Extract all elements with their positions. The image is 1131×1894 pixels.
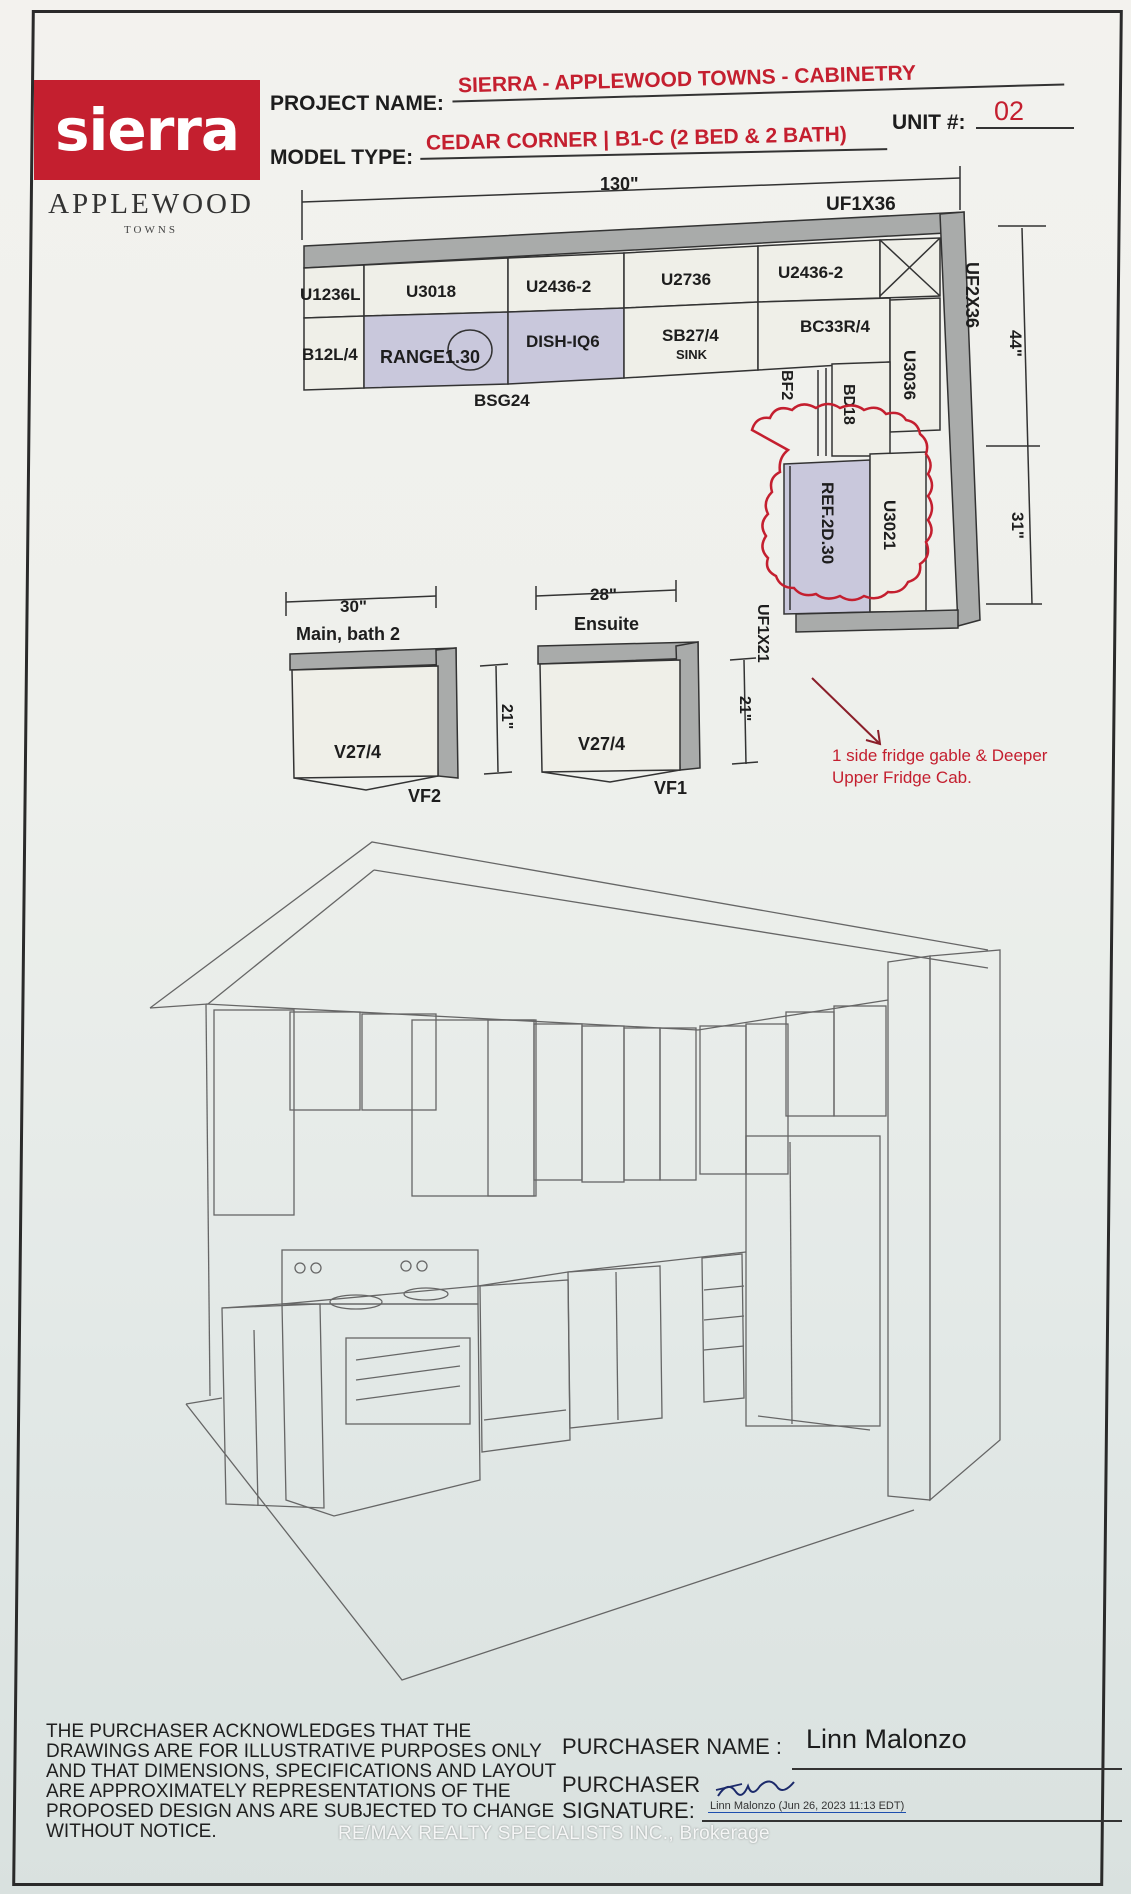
logo-subtitle-small: TOWNS bbox=[124, 224, 178, 236]
logo-word: sierra bbox=[54, 96, 240, 164]
filler-bf2: BF2 bbox=[778, 370, 795, 400]
filler-fridge: UF1X21 bbox=[754, 604, 771, 663]
dim-top: 130" bbox=[600, 174, 639, 194]
cab-u3036: U3036 bbox=[900, 350, 919, 400]
vanity1-cabinet: V27/4 bbox=[334, 742, 381, 762]
unit-number-value: 02 bbox=[976, 96, 1074, 129]
project-name-label: PROJECT NAME: bbox=[270, 92, 444, 115]
cab-u3021: U3021 bbox=[880, 500, 899, 550]
top-dimension bbox=[301, 166, 961, 240]
dim-right-lower: 31" bbox=[1008, 512, 1027, 539]
signature-label-1: PURCHASER bbox=[562, 1772, 701, 1797]
cab-bc33r4: BC33R/4 bbox=[800, 317, 870, 336]
vanity2-title: Ensuite bbox=[574, 614, 639, 634]
vanity2-cabinet: V27/4 bbox=[578, 734, 625, 754]
vanity1-depth: 21" bbox=[498, 704, 515, 729]
cab-dish: DISH-IQ6 bbox=[526, 332, 600, 351]
signature-line bbox=[702, 1820, 1122, 1822]
sierra-logo: sierra bbox=[34, 80, 260, 180]
dim-right-upper: 44" bbox=[1006, 330, 1025, 357]
vanity-main-bath bbox=[285, 586, 513, 791]
vanity1-filler: VF2 bbox=[408, 786, 441, 806]
sink-label: SINK bbox=[676, 347, 708, 362]
cabinetry-drawings: 130" UF1X36 U1236L U3018 U2436-2 U2736 U… bbox=[149, 166, 1046, 1681]
annotation-line-1: 1 side fridge gable & Deeper bbox=[832, 746, 1048, 765]
handwritten-signature bbox=[715, 1780, 795, 1797]
filler-top: UF1X36 bbox=[826, 194, 896, 215]
vanity2-width: 28" bbox=[590, 585, 617, 604]
cab-u1236l: U1236L bbox=[300, 285, 360, 304]
revision-cloud bbox=[750, 402, 934, 602]
brokerage-watermark: RE/MAX REALTY SPECIALISTS INC., Brokerag… bbox=[338, 1823, 770, 1844]
cab-b12l4: B12L/4 bbox=[302, 345, 358, 364]
kitchen-perspective-drawing bbox=[149, 841, 1001, 1681]
vanity2-filler: VF1 bbox=[654, 778, 687, 798]
unit-number-label: UNIT #: bbox=[892, 111, 966, 134]
cab-u2736: U2736 bbox=[661, 270, 711, 289]
cab-sb27-4: SB27/4 bbox=[662, 326, 719, 345]
fridge-label: REF.2D.30 bbox=[818, 482, 837, 564]
disclaimer-text: THE PURCHASER ACKNOWLEDGES THAT THE DRAW… bbox=[46, 1721, 556, 1842]
annotation-line-2: Upper Fridge Cab. bbox=[832, 768, 972, 787]
vanity-ensuite bbox=[535, 580, 759, 783]
cab-u2436-2-b: U2436-2 bbox=[778, 263, 843, 282]
vanity1-width: 30" bbox=[340, 597, 367, 616]
signature-stamp: Linn Malonzo (Jun 26, 2023 11:13 EDT) bbox=[708, 1800, 907, 1813]
cab-range: RANGE1.30 bbox=[380, 347, 480, 367]
purchaser-name-line bbox=[792, 1768, 1122, 1770]
right-dimensions bbox=[986, 225, 1046, 605]
filler-right: UF2X36 bbox=[962, 262, 982, 328]
fridge-area bbox=[783, 451, 959, 633]
purchaser-name-label: PURCHASER NAME : bbox=[562, 1734, 783, 1759]
vanity1-title: Main, bath 2 bbox=[296, 624, 400, 644]
model-type-label: MODEL TYPE: bbox=[270, 146, 414, 169]
purchaser-name-value: Linn Malonzo bbox=[806, 1724, 967, 1754]
signature-label-2: SIGNATURE: bbox=[562, 1798, 695, 1823]
logo-subtitle: APPLEWOOD bbox=[48, 188, 254, 220]
cab-u3018: U3018 bbox=[406, 282, 456, 301]
base-cabinet-row bbox=[303, 297, 941, 457]
annotation-arrow bbox=[811, 677, 882, 746]
fridge-annotation: 1 side fridge gable & Deeper Upper Fridg… bbox=[832, 745, 1047, 789]
vanity2-depth: 21" bbox=[736, 696, 753, 721]
upper-band bbox=[303, 211, 981, 627]
base-bsg24: BSG24 bbox=[474, 391, 530, 410]
cab-u2436-2-a: U2436-2 bbox=[526, 277, 591, 296]
